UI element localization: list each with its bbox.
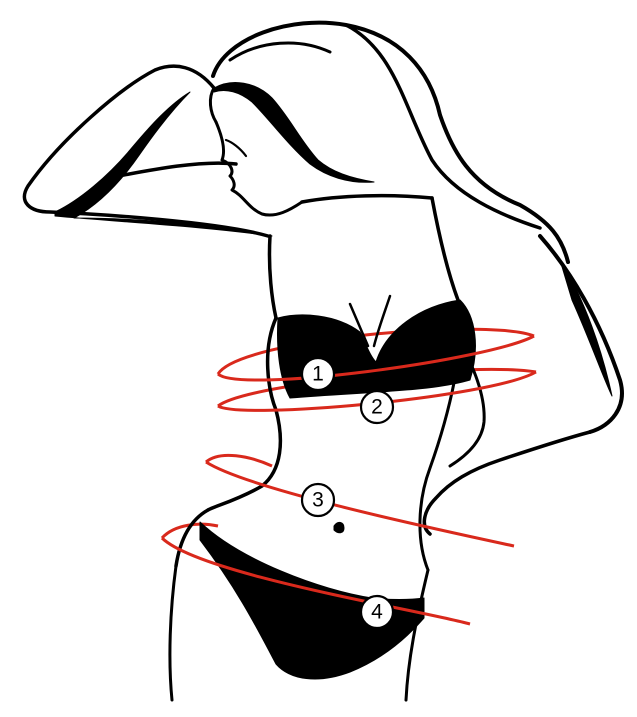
hair — [210, 23, 568, 262]
measurement-marker-3: 3 — [302, 484, 334, 516]
svg-text:4: 4 — [371, 601, 383, 624]
svg-text:1: 1 — [312, 363, 324, 386]
bikini-bottom — [200, 522, 424, 679]
svg-text:3: 3 — [312, 489, 324, 512]
svg-text:2: 2 — [371, 396, 383, 419]
measurement-marker-4: 4 — [361, 596, 393, 628]
measurement-marker-1: 1 — [302, 358, 334, 390]
measurement-marker-2: 2 — [361, 391, 393, 423]
